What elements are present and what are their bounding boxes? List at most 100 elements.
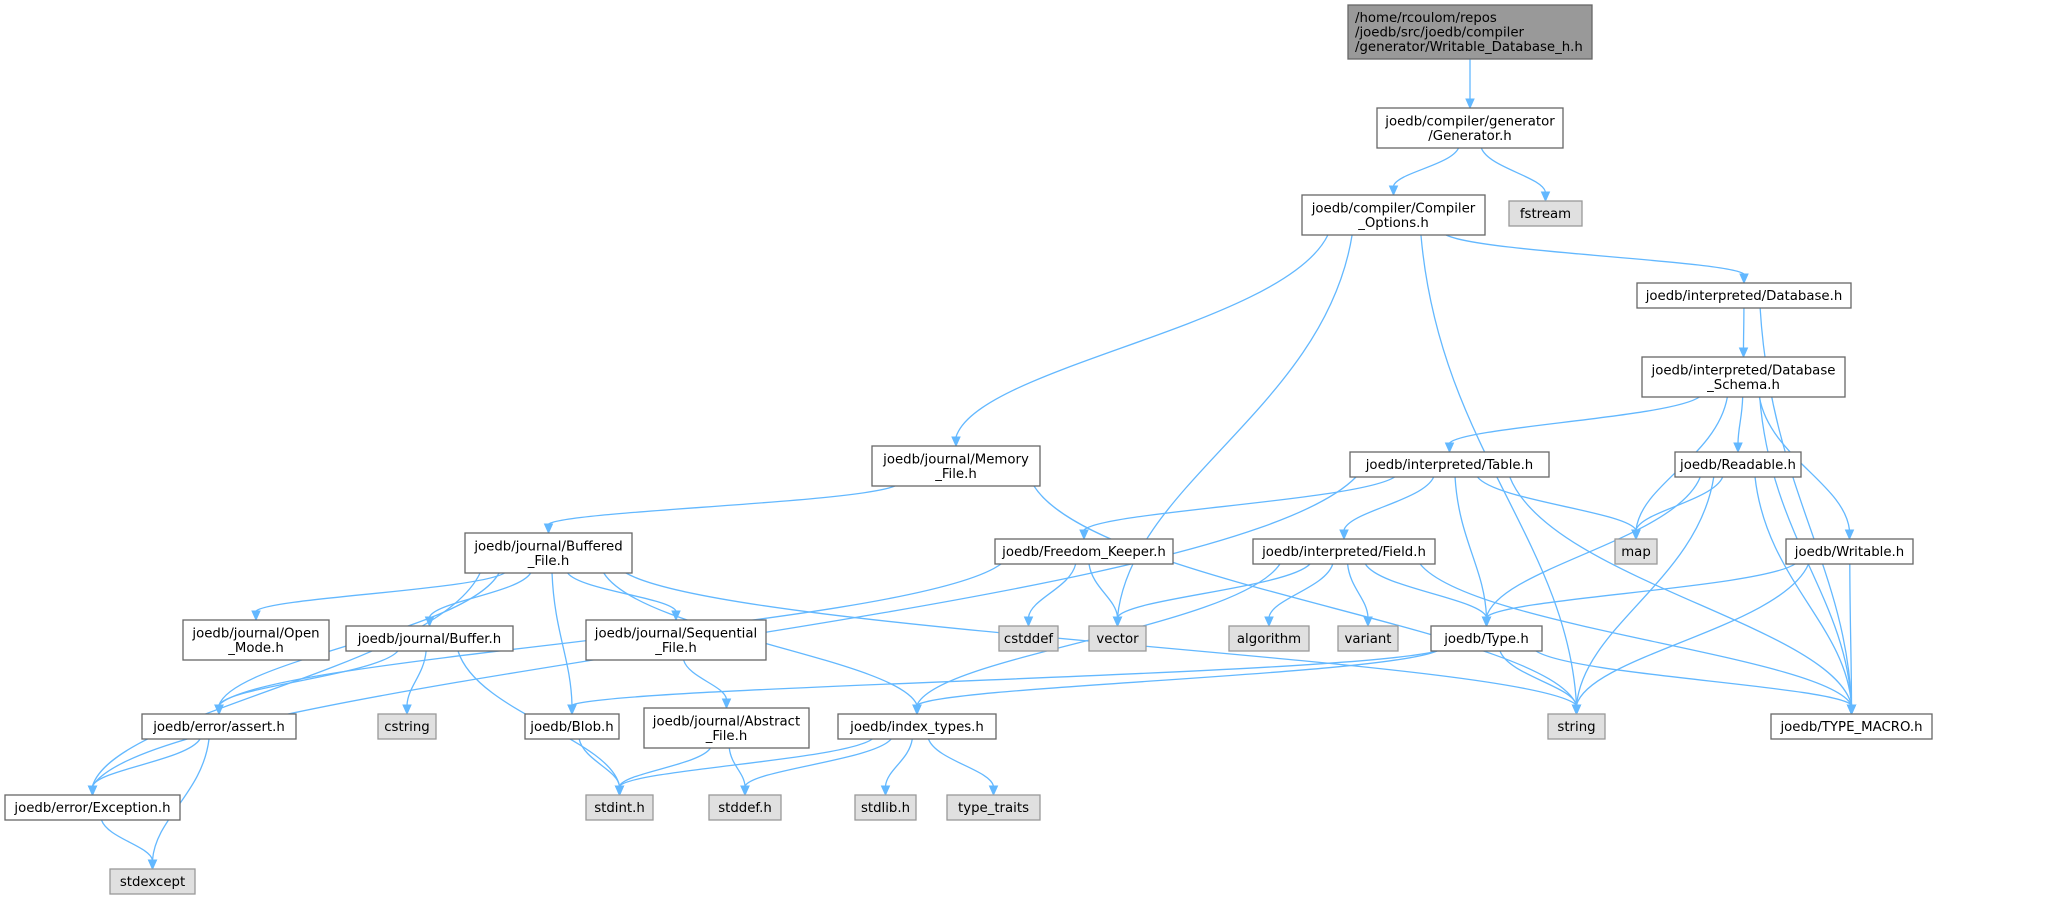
edge-arrowhead xyxy=(1388,185,1399,197)
node-map[interactable]: map xyxy=(1614,538,1658,565)
node-abstract-file[interactable]: joedb/journal/Abstract_File.h xyxy=(643,707,810,749)
node-stdlib[interactable]: stdlib.h xyxy=(854,794,917,821)
node-root[interactable]: /home/rcoulom/repos/joedb/src/joedb/comp… xyxy=(1347,4,1593,60)
node-stddef[interactable]: stddef.h xyxy=(708,794,782,821)
edge-interp-database-to-interp-schema xyxy=(1738,307,1749,359)
edge-arrowhead xyxy=(988,785,999,797)
edge-arrowhead xyxy=(1023,616,1034,628)
edge-line xyxy=(1449,396,1700,444)
node-type-traits[interactable]: type_traits xyxy=(946,794,1041,821)
node-label: _File.h xyxy=(934,467,977,482)
node-interp-table[interactable]: joedb/interpreted/Table.h xyxy=(1349,451,1550,478)
edge-line xyxy=(1346,563,1369,618)
edge-arrowhead xyxy=(721,698,732,710)
node-index-types[interactable]: joedb/index_types.h xyxy=(837,713,997,740)
edge-line xyxy=(1535,650,1852,706)
node-buffered-file[interactable]: joedb/journal/Buffered_File.h xyxy=(464,532,633,574)
node-label: joedb/Writable.h xyxy=(1794,545,1904,560)
edge-line xyxy=(1343,476,1435,531)
edge-line xyxy=(1476,476,1637,531)
node-box xyxy=(1088,625,1147,652)
node-memory-file[interactable]: joedb/journal/Memory_File.h xyxy=(871,445,1041,487)
node-box xyxy=(1547,713,1606,740)
node-interp-database[interactable]: joedb/interpreted/Database.h xyxy=(1636,282,1852,309)
node-blob[interactable]: joedb/Blob.h xyxy=(524,713,620,740)
edge-interp-field-to-variant xyxy=(1346,563,1373,628)
edge-line xyxy=(955,234,1329,438)
edge-arrowhead xyxy=(402,704,412,716)
node-freedom-keeper[interactable]: joedb/Freedom_Keeper.h xyxy=(994,538,1174,565)
edge-index-types-to-type-traits xyxy=(927,738,999,797)
node-label: stdexcept xyxy=(120,875,185,890)
node-vector[interactable]: vector xyxy=(1088,625,1147,652)
node-label: string xyxy=(1557,720,1595,735)
edge-line xyxy=(884,738,913,787)
node-algorithm[interactable]: algorithm xyxy=(1228,625,1310,652)
node-label: fstream xyxy=(1520,207,1571,222)
node-string[interactable]: string xyxy=(1547,713,1606,740)
node-exception[interactable]: joedb/error/Exception.h xyxy=(4,794,181,821)
edge-arrowhead xyxy=(1739,273,1749,285)
node-label: joedb/Readable.h xyxy=(1679,458,1796,473)
edge-arrowhead xyxy=(251,610,261,622)
node-writable[interactable]: joedb/Writable.h xyxy=(1785,538,1914,565)
node-compiler-options[interactable]: joedb/compiler/Compiler_Options.h xyxy=(1301,194,1486,236)
node-fstream[interactable]: fstream xyxy=(1508,200,1583,227)
edge-arrowhead xyxy=(880,785,891,797)
node-label: joedb/index_types.h xyxy=(849,720,984,735)
edge-arrowhead xyxy=(1079,529,1089,541)
node-box xyxy=(998,625,1059,652)
node-type-macro[interactable]: joedb/TYPE_MACRO.h xyxy=(1770,713,1933,740)
node-variant[interactable]: variant xyxy=(1337,625,1399,652)
node-cstring[interactable]: cstring xyxy=(377,713,437,740)
edge-line xyxy=(1445,234,1745,275)
edge-line xyxy=(1364,563,1488,618)
node-stdint[interactable]: stdint.h xyxy=(585,794,654,821)
node-label: _File.h xyxy=(527,554,570,569)
node-readable[interactable]: joedb/Readable.h xyxy=(1674,451,1802,478)
node-interp-schema[interactable]: joedb/interpreted/Database_Schema.h xyxy=(1641,356,1846,398)
edge-arrowhead xyxy=(1481,616,1492,628)
edge-line xyxy=(578,738,621,787)
edge-buffered-file-to-sequential-file xyxy=(567,572,681,622)
node-box xyxy=(585,619,767,661)
edge-line xyxy=(1754,476,1853,706)
node-open-mode[interactable]: joedb/journal/Open_Mode.h xyxy=(182,619,330,661)
node-cstddef[interactable]: cstddef xyxy=(998,625,1059,652)
edge-line xyxy=(1485,476,1701,618)
node-buffer[interactable]: joedb/journal/Buffer.h xyxy=(345,625,514,652)
edge-arrowhead xyxy=(1465,98,1475,110)
edge-line xyxy=(1575,476,1715,706)
node-label: joedb/interpreted/Database.h xyxy=(1645,289,1843,304)
edge-arrowhead xyxy=(740,785,750,797)
node-assert-h[interactable]: joedb/error/assert.h xyxy=(141,713,297,740)
edge-index-types-to-stdlib xyxy=(880,738,913,797)
node-stdexcept[interactable]: stdexcept xyxy=(109,868,196,895)
edge-arrowhead xyxy=(912,704,922,716)
edge-line xyxy=(603,572,918,706)
node-label: joedb/compiler/Compiler xyxy=(1311,201,1476,216)
edge-arrowhead xyxy=(214,704,224,716)
edge-generator-to-fstream xyxy=(1480,147,1551,203)
node-generator[interactable]: joedb/compiler/generator/Generator.h xyxy=(1376,107,1564,149)
edge-arrowhead xyxy=(567,704,577,716)
node-box xyxy=(464,532,633,574)
node-box xyxy=(946,794,1041,821)
node-label: stddef.h xyxy=(718,801,772,816)
edge-arrowhead xyxy=(951,436,961,448)
edge-line xyxy=(1033,485,1578,706)
node-type-h[interactable]: joedb/Type.h xyxy=(1430,625,1543,652)
edge-arrowhead xyxy=(1571,704,1582,716)
edge-line xyxy=(1419,563,1853,706)
edge-index-types-to-stddef xyxy=(740,738,892,797)
node-label: /home/rcoulom/repos xyxy=(1355,11,1497,26)
edge-line xyxy=(1268,563,1334,618)
node-label: joedb/compiler/generator xyxy=(1384,114,1555,129)
node-label: joedb/error/assert.h xyxy=(152,720,285,735)
node-sequential-file[interactable]: joedb/journal/Sequential_File.h xyxy=(585,619,767,661)
node-interp-field[interactable]: joedb/interpreted/Field.h xyxy=(1252,538,1436,565)
node-box xyxy=(708,794,782,821)
edge-sequential-file-to-abstract-file xyxy=(682,659,732,710)
edge-line xyxy=(619,738,873,787)
nodes-layer: /home/rcoulom/repos/joedb/src/joedb/comp… xyxy=(4,4,1933,895)
